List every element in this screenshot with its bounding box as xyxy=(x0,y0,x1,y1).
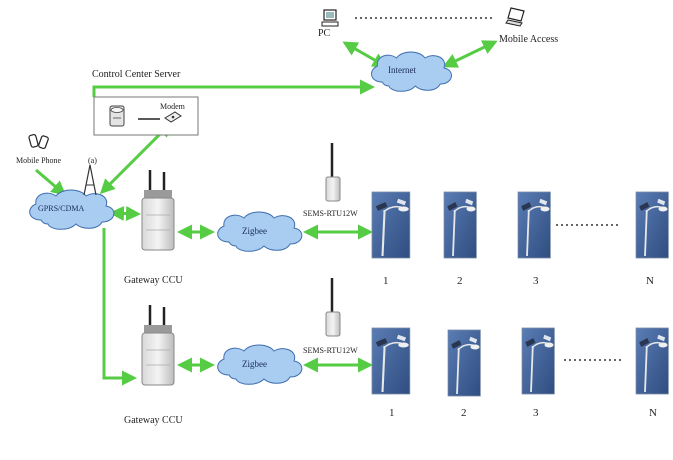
rtu-label-1: SEMS-RTU12W xyxy=(303,209,358,218)
gateway-label-2: Gateway CCU xyxy=(124,415,183,426)
gprs-label: GPRS/CDMA xyxy=(38,204,84,213)
row2-number-n: N xyxy=(649,407,657,419)
server-icon xyxy=(109,105,125,127)
control-center-label: Control Center Server xyxy=(92,69,181,80)
row2-number-2: 2 xyxy=(461,407,467,419)
modem-label: Modem xyxy=(160,102,185,111)
internet-label: Internet xyxy=(388,65,416,75)
mobile-access-label: Mobile Access xyxy=(499,34,559,45)
row1-number-3: 3 xyxy=(533,275,539,287)
gateway-icon xyxy=(141,170,175,251)
street-light-icon xyxy=(370,326,411,396)
gateway-icon xyxy=(141,305,175,386)
pc-label: PC xyxy=(318,28,331,39)
link-phone-gprs xyxy=(35,168,67,196)
street-light-icon xyxy=(370,190,411,260)
link-gprs-gateway-2 xyxy=(102,228,137,386)
row1-number-2: 2 xyxy=(457,275,463,287)
street-light-icon xyxy=(517,191,552,259)
link-server-internet xyxy=(92,79,375,97)
link-gprs-gateway-1 xyxy=(109,205,141,222)
rtu-icon xyxy=(325,278,341,337)
row1-number-1: 1 xyxy=(383,275,389,287)
street-light-icon xyxy=(635,327,670,395)
zigbee-label-1: Zigbee xyxy=(242,226,267,236)
antenna-label: (a) xyxy=(88,156,97,165)
street-light-icon xyxy=(635,191,670,259)
gateway-label-1: Gateway CCU xyxy=(124,275,183,286)
link-mobile-access-internet xyxy=(442,40,498,68)
street-light-icon xyxy=(447,329,482,397)
row1-number-n: N xyxy=(646,275,654,287)
modem-icon xyxy=(164,111,182,123)
pc-icon xyxy=(321,9,339,27)
zigbee-label-2: Zigbee xyxy=(242,359,267,369)
street-light-icon xyxy=(443,191,478,259)
mobile-phone-icon xyxy=(28,134,49,150)
street-light-icon xyxy=(521,327,556,395)
row2-number-3: 3 xyxy=(533,407,539,419)
rtu-label-2: SEMS-RTU12W xyxy=(303,346,358,355)
row2-number-1: 1 xyxy=(389,407,395,419)
laptop-icon xyxy=(505,7,525,27)
mobile-phone-label: Mobile Phone xyxy=(16,156,62,165)
rtu-icon xyxy=(325,143,341,202)
control-center-server-box xyxy=(93,96,199,136)
antenna-tower-icon xyxy=(83,164,97,196)
